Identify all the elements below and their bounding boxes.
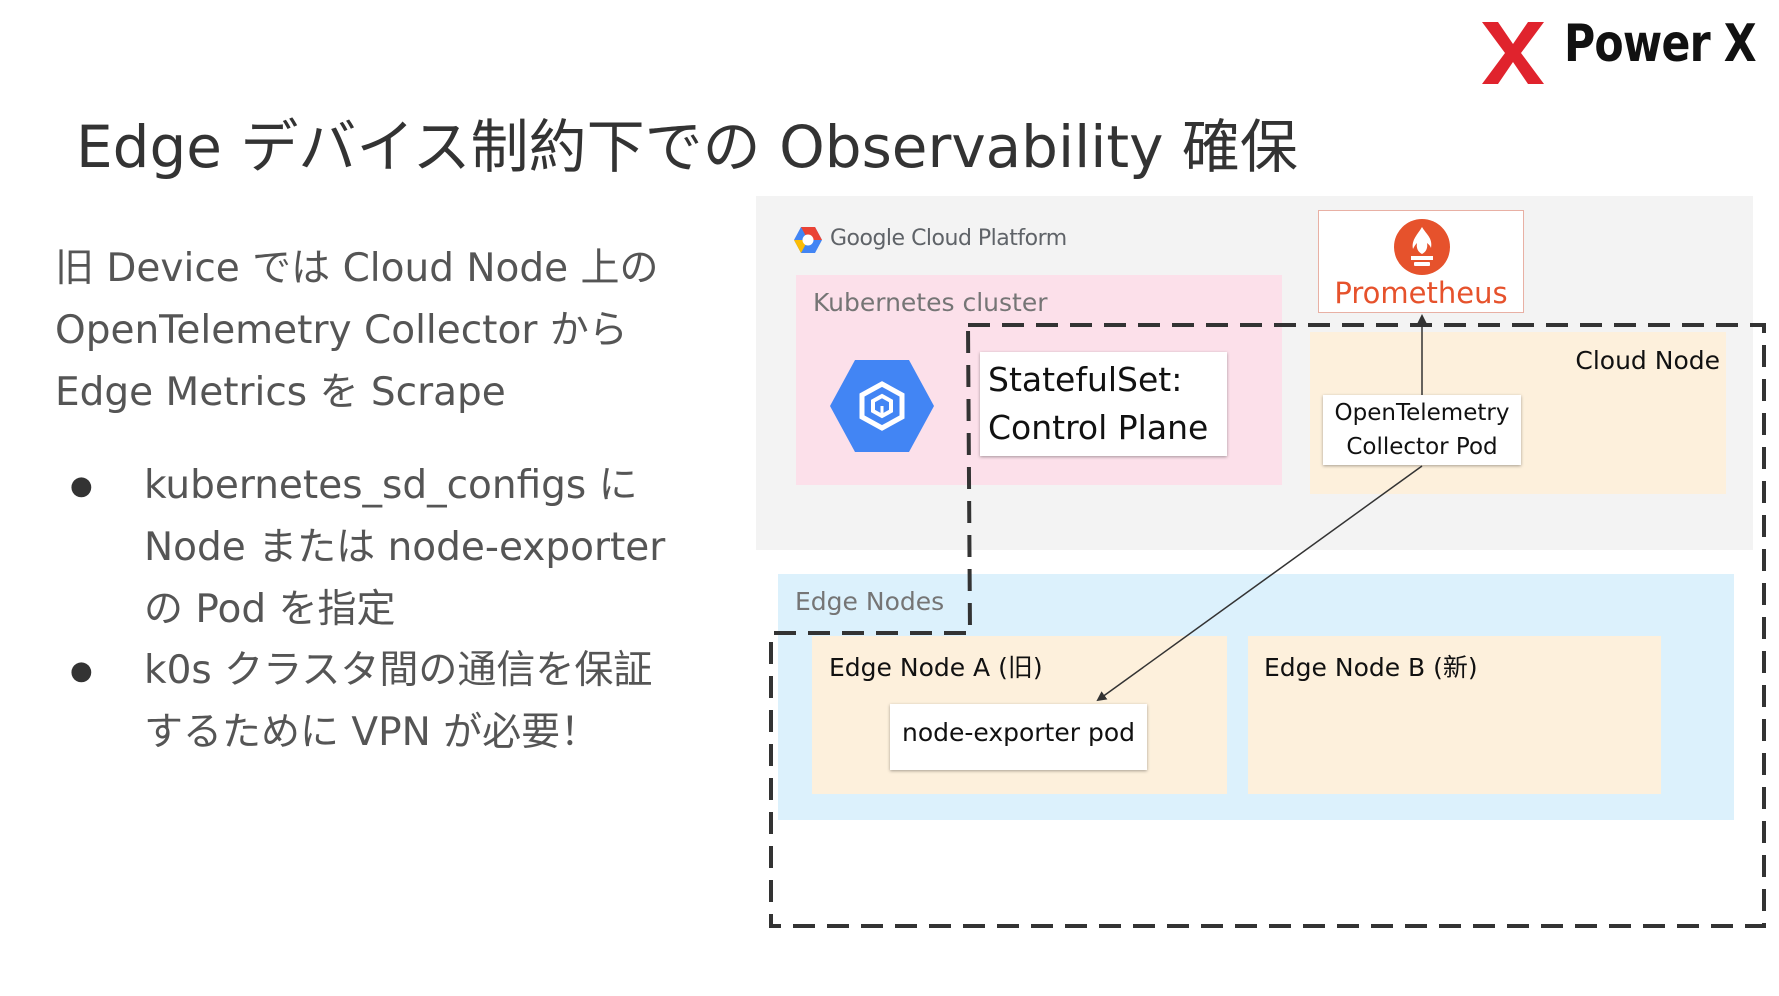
edge-node-a-label: Edge Node A (旧) — [829, 653, 1043, 682]
intro-line: 旧 Device では Cloud Node 上の — [55, 246, 659, 291]
statefulset-label: StatefulSet: Control Plane — [988, 356, 1228, 452]
bullet-marker: ● — [70, 656, 93, 686]
intro-line: OpenTelemetry Collector から — [55, 308, 628, 353]
intro-line: Edge Metrics を Scrape — [55, 370, 506, 415]
intro-paragraph: 旧 Device では Cloud Node 上の OpenTelemetry … — [55, 238, 695, 424]
cloud-node-label: Cloud Node — [1575, 346, 1720, 375]
edge-node-b-label: Edge Node B (新) — [1264, 653, 1478, 682]
bullet-line: k0s クラスタ間の通信を保証 — [144, 648, 653, 693]
brand-name: Power X — [1564, 14, 1757, 74]
bullet-line: kubernetes_sd_configs に — [144, 463, 638, 508]
otel-line: Collector Pod — [1346, 434, 1498, 460]
gcp-logo-text: Google Cloud Platform — [830, 226, 1067, 251]
gcp-hexagon-icon — [794, 227, 822, 253]
bullet-line: Node または node-exporter — [144, 525, 666, 570]
kubernetes-cluster-label: Kubernetes cluster — [813, 288, 1048, 317]
node-exporter-label: node-exporter pod — [901, 718, 1136, 747]
bullet-line: の Pod を指定 — [144, 587, 396, 632]
prometheus-flame-icon — [1394, 219, 1450, 275]
slide-title: Edge デバイス制約下での Observability 確保 — [76, 113, 1298, 181]
power-x-logo-icon — [1482, 22, 1544, 84]
bullet-line: するために VPN が必要！ — [144, 710, 600, 755]
bullet-marker: ● — [70, 471, 93, 501]
otel-line: OpenTelemetry — [1334, 400, 1510, 426]
statefulset-line: Control Plane — [988, 408, 1209, 447]
prometheus-label: Prometheus — [1334, 276, 1508, 310]
edge-nodes-label: Edge Nodes — [795, 587, 945, 616]
otel-collector-label: OpenTelemetry Collector Pod — [1323, 396, 1521, 464]
statefulset-line: StatefulSet: — [988, 360, 1183, 399]
kubernetes-engine-icon — [830, 360, 934, 452]
